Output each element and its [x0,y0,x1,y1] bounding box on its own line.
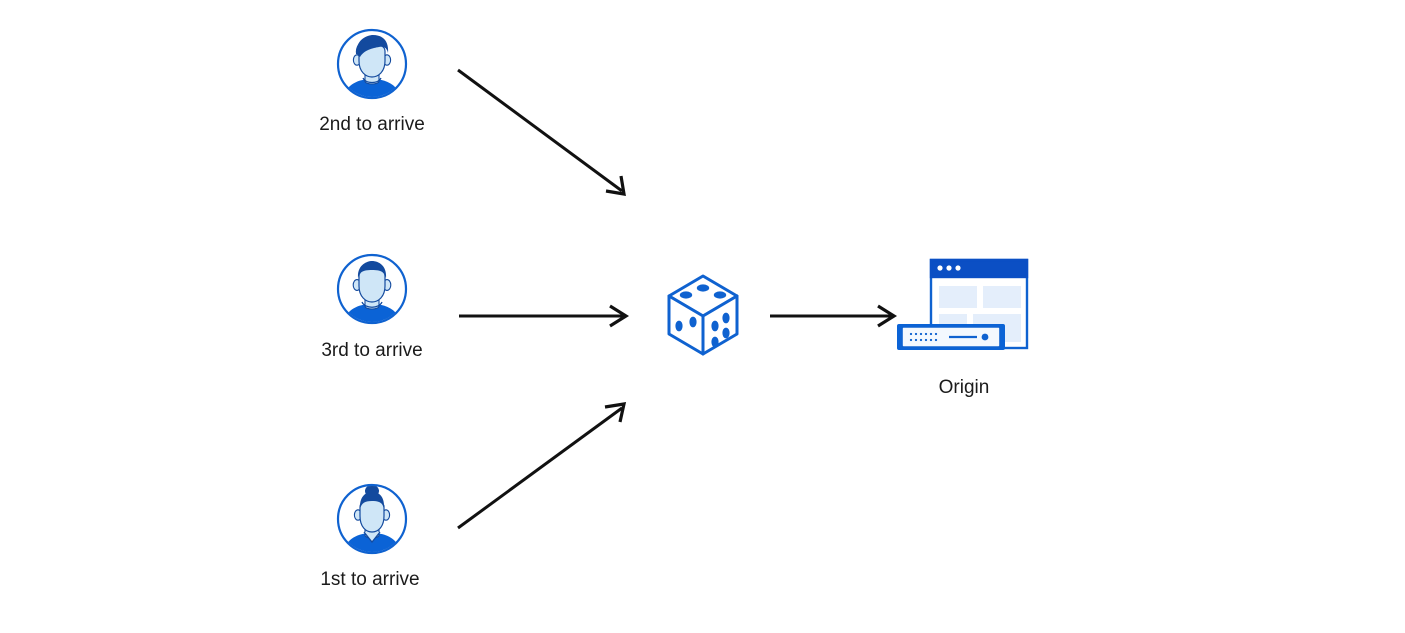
dice-top-pips [679,284,727,299]
connector-3rd-to-randomizer [459,304,630,328]
node-visitor-3rd[interactable] [335,252,409,326]
connector-1st-to-randomizer [457,402,627,530]
label-visitor-1st: 1st to arrive [320,569,420,590]
server-vents-icon [909,332,938,342]
user-avatar-icon [336,253,408,325]
server-appliance-icon [897,324,1005,350]
dice-icon [667,274,739,356]
dice-left-pips [675,316,697,332]
user-avatar-icon [336,483,408,555]
origin-server-icon [897,258,1029,350]
connector-randomizer-to-origin [770,304,898,328]
label-origin: Origin [938,377,990,398]
node-visitor-2nd[interactable] [335,27,409,101]
node-randomizer[interactable] [660,270,746,362]
label-visitor-3rd: 3rd to arrive [321,340,423,361]
label-visitor-2nd: 2nd to arrive [319,114,425,135]
dice-right-pips [711,312,730,348]
node-origin[interactable] [893,254,1033,364]
node-visitor-1st[interactable] [335,482,409,556]
user-avatar-icon [336,28,408,100]
server-led-icon [981,333,989,341]
